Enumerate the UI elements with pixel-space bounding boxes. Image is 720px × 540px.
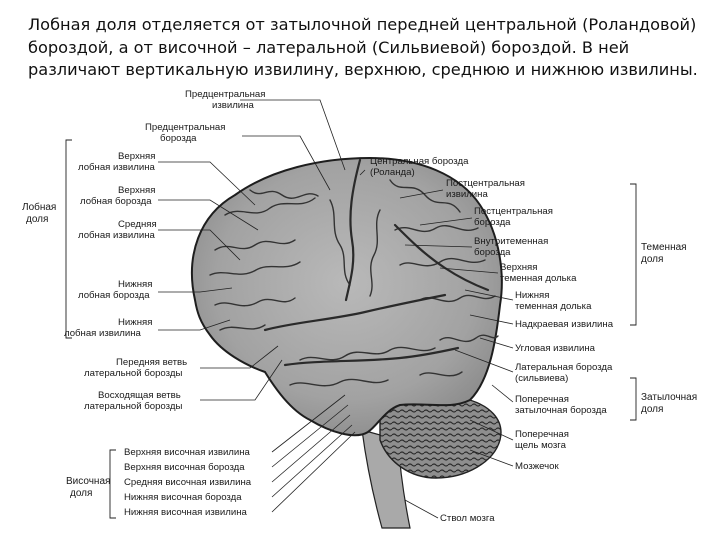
labels-right: Центральная борозда(Роланда) Постцентрал… bbox=[370, 156, 614, 524]
label-mid-temp-gyrus: Средняя височная извилина bbox=[124, 477, 252, 488]
label-inf-temp-sulcus: Нижняя височная борозда bbox=[124, 492, 242, 503]
leader-lines bbox=[158, 99, 514, 519]
group-brackets bbox=[65, 139, 637, 519]
intro-text: Лобная доля отделяется от затылочной пер… bbox=[28, 15, 698, 79]
label-brainstem: Ствол мозга bbox=[440, 513, 495, 524]
label-lateral-sulcus: Латеральная борозда(сильвиева) bbox=[515, 362, 613, 384]
label-sup-temp-sulcus: Верхняя височная борозда bbox=[124, 462, 245, 473]
label-central-sulcus: Центральная борозда(Роланда) bbox=[370, 156, 469, 178]
main-sulci bbox=[263, 158, 490, 367]
label-cerebellum: Мозжечок bbox=[515, 461, 559, 472]
label-angular-gyrus: Угловая извилина bbox=[515, 343, 596, 354]
label-inf-temp-gyrus: Нижняя височная извилина bbox=[124, 507, 248, 518]
labels-temporal: Верхняя височная извилина Верхняя височн… bbox=[124, 447, 252, 518]
label-sup-temp-gyrus: Верхняя височная извилина bbox=[124, 447, 251, 458]
gyri-texture bbox=[209, 179, 499, 387]
cerebellum-shape bbox=[379, 395, 502, 479]
label-supramarginal-gyrus: Надкраевая извилина bbox=[515, 319, 614, 330]
